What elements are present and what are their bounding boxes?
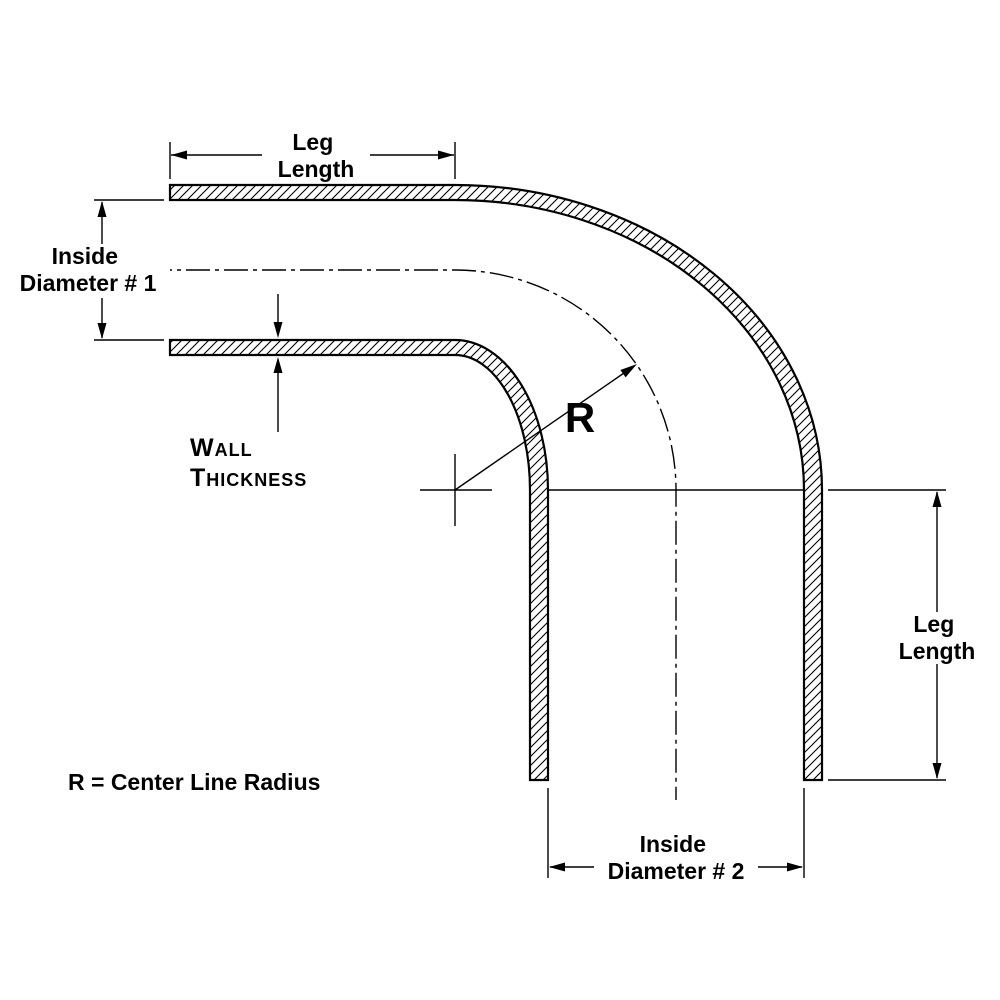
centerline xyxy=(148,269,677,800)
inside-diameter-2-line2: Diameter # 2 xyxy=(608,858,745,884)
inside-diameter-1-line1: Inside xyxy=(52,243,118,269)
radius-symbol-label: R xyxy=(565,394,595,441)
radius-leader-line xyxy=(454,372,625,491)
label-backplate xyxy=(886,612,986,664)
label-backplate xyxy=(262,130,370,182)
arrowhead-left xyxy=(549,862,565,872)
leg-length-right-label: Leg Length xyxy=(899,611,976,664)
arrowhead-down xyxy=(932,763,942,779)
arrowhead-right xyxy=(438,150,454,160)
callout-wall-thickness: Wall Thickness xyxy=(190,294,307,492)
leg-length-right-line2: Length xyxy=(899,638,976,664)
label-backplate xyxy=(594,858,758,886)
leg-length-right-line1: Leg xyxy=(913,611,954,637)
inside-diameter-1-line2: Diameter # 1 xyxy=(20,270,157,296)
arrowhead-up xyxy=(273,357,283,373)
callout-radius: R xyxy=(454,364,637,491)
wall-thickness-label: Wall Thickness xyxy=(190,434,307,492)
dim-inside-diameter-1: Inside Diameter # 1 xyxy=(8,199,170,341)
dim-inside-diameter-2: Inside Diameter # 2 xyxy=(547,788,805,886)
inside-diameter-2-label: Inside Diameter # 2 xyxy=(608,831,745,884)
wall-thickness-line2: Thickness xyxy=(190,464,307,492)
label-backplate xyxy=(8,244,170,298)
radius-legend-note: R = Center Line Radius xyxy=(68,769,320,795)
arrowhead-up xyxy=(97,201,107,217)
outer-wall-section xyxy=(168,183,824,782)
arrowhead-down xyxy=(273,322,283,338)
leg-length-top-line2: Length xyxy=(278,156,355,182)
inside-diameter-1-label: Inside Diameter # 1 xyxy=(20,243,157,296)
dim-leg-length-top: Leg Length xyxy=(169,129,456,182)
leg-length-top-label: Leg Length xyxy=(278,129,355,182)
wall-thickness-line1: Wall xyxy=(190,434,253,462)
arrowhead-left xyxy=(171,150,187,160)
arrowhead-up xyxy=(932,491,942,507)
dim-leg-length-right: Leg Length xyxy=(828,489,986,781)
arrowhead-down xyxy=(97,323,107,339)
arrowhead-right xyxy=(787,862,803,872)
inside-diameter-2-line1: Inside xyxy=(640,831,706,857)
inner-wall-section xyxy=(168,338,550,782)
arrowhead-radius xyxy=(620,364,637,378)
leg-length-top-line1: Leg xyxy=(292,129,333,155)
